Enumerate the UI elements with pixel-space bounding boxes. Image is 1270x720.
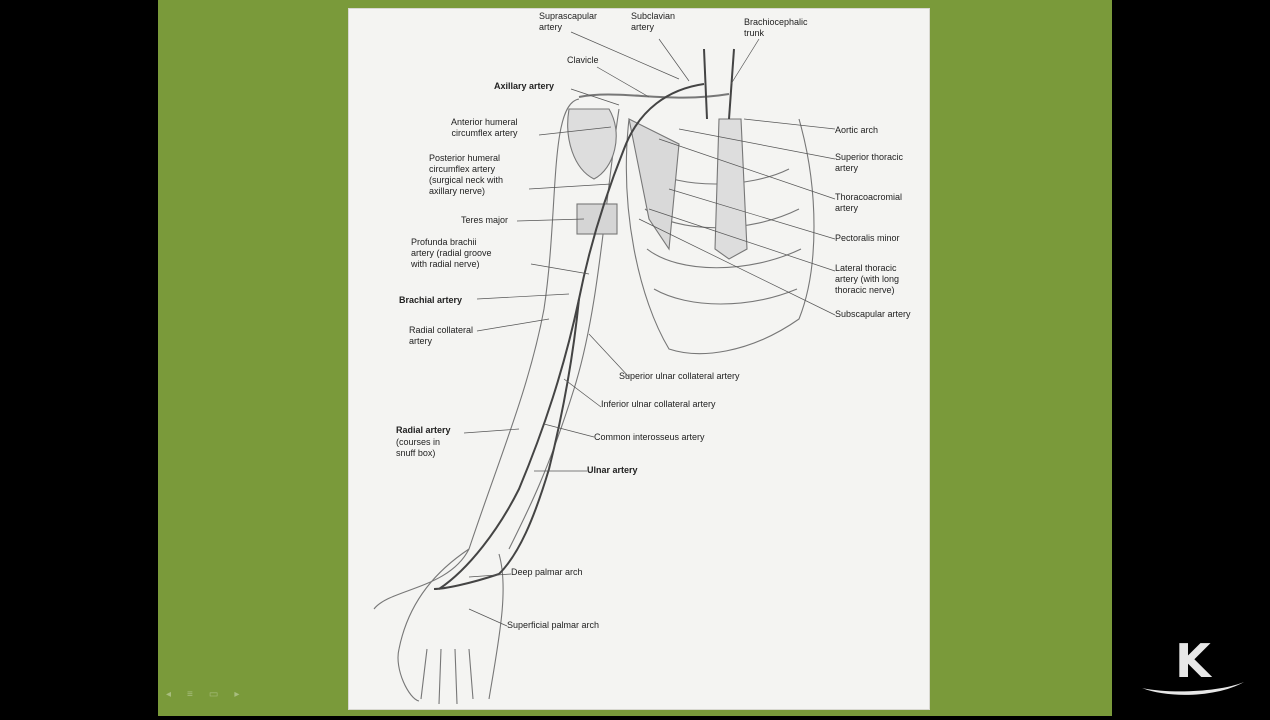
slide-menu-button[interactable]: ≡ bbox=[187, 689, 193, 700]
clavicle-bone bbox=[578, 93, 730, 99]
label-lateral-thoracic-artery: Lateral thoracic artery (with long thora… bbox=[835, 263, 900, 295]
label-inferior-ulnar-collateral-artery: Inferior ulnar collateral artery bbox=[601, 399, 716, 409]
rib-cage-outline bbox=[625, 118, 815, 355]
label-brachiocephalic-trunk: Brachiocephalic trunk bbox=[744, 17, 808, 38]
label-profunda-brachii-artery: Profunda brachii artery (radial groove w… bbox=[411, 237, 492, 269]
label-clavicle: Clavicle bbox=[567, 55, 599, 65]
slide-navigation: ◂ ≡ ▭ ▸ bbox=[166, 689, 239, 700]
label-superior-ulnar-collateral-artery: Superior ulnar collateral artery bbox=[619, 371, 740, 381]
hand-outline bbox=[397, 548, 470, 702]
next-slide-button[interactable]: ▸ bbox=[234, 689, 240, 700]
label-axillary-artery: Axillary artery bbox=[494, 81, 555, 91]
fingers-outline bbox=[420, 648, 474, 705]
label-brachial-artery: Brachial artery bbox=[399, 295, 463, 305]
label-radial-artery-note: (courses in snuff box) bbox=[396, 437, 441, 458]
label-common-interosseus-artery: Common interosseus artery bbox=[594, 432, 705, 442]
label-radial-artery: Radial artery bbox=[396, 425, 451, 435]
label-ulnar-artery: Ulnar artery bbox=[587, 465, 638, 475]
humeral-head bbox=[567, 108, 617, 180]
arm-outline-medial bbox=[508, 108, 620, 550]
pectoralis-minor-muscle bbox=[628, 118, 680, 251]
label-radial-collateral-artery: Radial collateral artery bbox=[409, 325, 474, 346]
label-superficial-palmar-arch: Superficial palmar arch bbox=[507, 620, 600, 630]
label-superior-thoracic-artery: Superior thoracic artery bbox=[835, 152, 904, 173]
great-vessels bbox=[703, 48, 735, 120]
label-subclavian-artery: Subclavian artery bbox=[631, 11, 676, 32]
brand-logo: K bbox=[1136, 632, 1250, 702]
label-posterior-humeral-circumflex-artery: Posterior humeral circumflex artery (sur… bbox=[429, 153, 504, 196]
artery-ulnar-path bbox=[498, 298, 580, 575]
logo-letter: K bbox=[1175, 634, 1211, 688]
label-thoracoacromial-artery: Thoracoacromial artery bbox=[835, 192, 903, 213]
slide-background: Suprascapular artery Subclavian artery B… bbox=[158, 0, 1112, 716]
palmar-arch-path bbox=[433, 573, 500, 590]
label-anterior-humeral-circumflex-artery: Anterior humeral circumflex artery bbox=[451, 117, 518, 138]
label-deep-palmar-arch: Deep palmar arch bbox=[511, 567, 583, 577]
prev-slide-button[interactable]: ◂ bbox=[166, 689, 172, 700]
arm-arteries-figure: Suprascapular artery Subclavian artery B… bbox=[348, 8, 930, 710]
slide-page-button[interactable]: ▭ bbox=[208, 689, 219, 700]
label-pectoralis-minor: Pectoralis minor bbox=[835, 233, 900, 243]
label-subscapular-artery: Subscapular artery bbox=[835, 309, 911, 319]
logo-swoosh-icon bbox=[1142, 682, 1244, 695]
label-teres-major: Teres major bbox=[461, 215, 509, 225]
label-suprascapular-artery: Suprascapular artery bbox=[539, 11, 598, 32]
anatomy-drawing bbox=[373, 31, 836, 705]
label-aortic-arch: Aortic arch bbox=[835, 125, 879, 135]
sternum bbox=[714, 118, 748, 260]
